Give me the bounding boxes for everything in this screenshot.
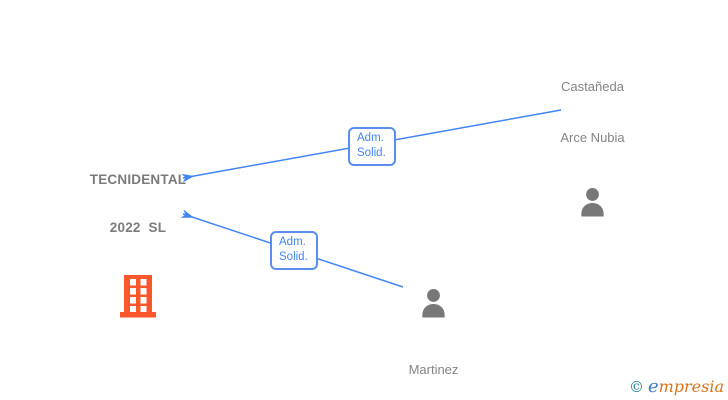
user-icon-wrap	[371, 288, 496, 323]
edge-label-line2: Solid.	[357, 147, 386, 159]
company-name: TECNIDENTAL 2022 SL	[48, 140, 228, 268]
person-node-martinez[interactable]: Martinez Soto Francisco	[371, 288, 496, 400]
company-name-line2: 2022 SL	[109, 220, 167, 235]
brand-rest: mpresia	[658, 377, 724, 396]
user-icon-wrap	[530, 187, 655, 222]
building-icon	[119, 275, 156, 318]
person-name-line1: Castañeda	[561, 79, 624, 94]
edge-label-adm-solid-2[interactable]: Adm. Solid.	[270, 231, 318, 270]
edge-label-line1: Adm.	[279, 236, 306, 248]
edge-label-adm-solid-1[interactable]: Adm. Solid.	[348, 127, 396, 166]
company-name-line1: TECNIDENTAL	[89, 172, 187, 187]
person-name-castaneda: Castañeda Arce Nubia	[530, 44, 655, 180]
person-name-line1: Martinez	[408, 362, 459, 377]
company-node-tecnidental[interactable]: TECNIDENTAL 2022 SL	[48, 140, 228, 323]
edge-label-line1: Adm.	[357, 132, 384, 144]
person-name-martinez: Martinez Soto Francisco	[371, 327, 496, 400]
brand-initial: e	[647, 376, 659, 397]
user-icon	[422, 289, 445, 318]
copyright-icon: ©	[628, 378, 644, 396]
edge-label-line2: Solid.	[279, 251, 308, 263]
building-icon-wrap	[48, 274, 228, 323]
person-name-line2: Arce Nubia	[560, 130, 625, 145]
user-icon	[581, 188, 604, 217]
person-node-castaneda[interactable]: Castañeda Arce Nubia	[530, 44, 655, 222]
empresia-logo: ©empresia	[629, 376, 724, 397]
